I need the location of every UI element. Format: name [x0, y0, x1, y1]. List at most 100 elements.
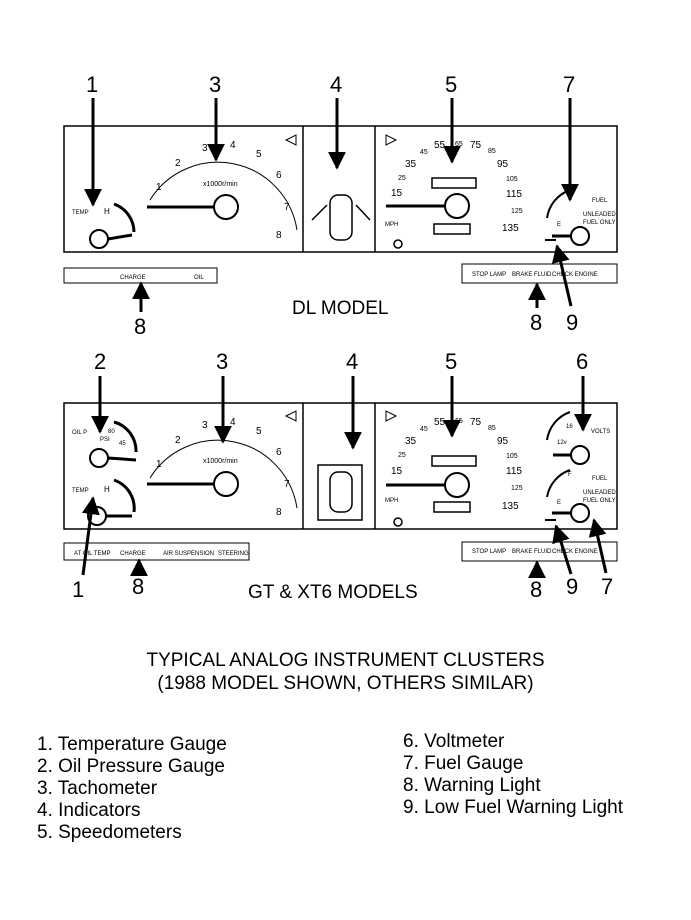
gt-cluster [63, 402, 618, 562]
speedo-num: 75 [470, 417, 482, 428]
tach-num: 4 [230, 417, 236, 428]
callout-7: 7 [563, 72, 575, 97]
dl-tach-labels: 1 2 3 4 5 6 7 8 x1000r/min TEMP H [72, 140, 290, 241]
speedo-num: 65 [455, 141, 463, 148]
warn-steering: STEERING [218, 551, 249, 557]
fuel-e: E [557, 222, 561, 228]
tach-num: 1 [156, 182, 162, 193]
legend-item: 8. Warning Light [403, 775, 541, 796]
tach-num: 7 [284, 479, 290, 490]
speedo-num: 115 [506, 189, 522, 200]
callout-9: 9 [566, 310, 578, 335]
speedo-num: 105 [506, 453, 518, 460]
speedo-num: 115 [506, 466, 522, 477]
fuel-f: F [568, 472, 572, 478]
callout-5: 5 [445, 349, 457, 374]
mph: MPH [385, 498, 398, 504]
gt-warning-labels: AT OIL TEMP CHARGE AIR SUSPENSION STEERI… [74, 549, 598, 557]
warn-brake: BRAKE FLUID [512, 272, 552, 278]
callout-5: 5 [445, 72, 457, 97]
legend-item: 4. Indicators [37, 800, 141, 821]
speedo-num: 85 [488, 148, 496, 155]
callout-3: 3 [216, 349, 228, 374]
gt-arrows [81, 376, 608, 579]
legend-item: 7. Fuel Gauge [403, 753, 524, 774]
tach-num: 2 [175, 158, 181, 169]
callout-4: 4 [346, 349, 358, 374]
speedo-num: 65 [455, 418, 463, 425]
gt-callouts: 2 3 4 5 6 1 8 8 9 7 [72, 349, 613, 602]
speedo-num: 55 [434, 140, 446, 151]
psi: PSI [100, 437, 110, 443]
speedo-num: 25 [398, 175, 406, 182]
warn-check: CHECK ENGINE [552, 272, 598, 278]
fuel-only: FUEL ONLY [583, 220, 616, 226]
speedo-num: 105 [506, 176, 518, 183]
warn-at-oil-temp: AT OIL TEMP [74, 551, 110, 557]
legend-item: 3. Tachometer [37, 778, 158, 799]
legend-item: 2. Oil Pressure Gauge [37, 756, 225, 777]
fuel-unleaded: UNLEADED [583, 212, 616, 218]
tach-num: 2 [175, 435, 181, 446]
warn-stop: STOP LAMP [472, 549, 506, 555]
warn-charge: CHARGE [120, 275, 146, 281]
tach-num: 3 [202, 143, 208, 154]
callout-3: 3 [209, 72, 221, 97]
tach-num: 8 [276, 230, 282, 241]
callout-8: 8 [530, 310, 542, 335]
fuel-label: FUEL [592, 476, 608, 482]
callout-6: 6 [576, 349, 588, 374]
dl-arrows [84, 98, 579, 312]
callout-4: 4 [330, 72, 342, 97]
warn-charge: CHARGE [120, 551, 146, 557]
temp-h: H [104, 207, 110, 216]
legend-item: 5. Speedometers [37, 822, 182, 843]
legend-item: 9. Low Fuel Warning Light [403, 797, 624, 818]
tach-num: 6 [276, 170, 282, 181]
callout-1: 1 [72, 577, 84, 602]
tach-num: 6 [276, 447, 282, 458]
speedo-num: 55 [434, 417, 446, 428]
dl-model-label: DL MODEL [292, 298, 389, 319]
warn-check: CHECK ENGINE [552, 549, 598, 555]
callout-2: 2 [94, 349, 106, 374]
callout-8: 8 [530, 577, 542, 602]
speedo-num: 85 [488, 425, 496, 432]
speedo-num: 125 [511, 208, 523, 215]
speedo-num: 135 [502, 223, 519, 234]
volts: VOLTS [591, 429, 610, 435]
dl-cluster [63, 125, 618, 284]
callout-7: 7 [601, 574, 613, 599]
speedo-num: 95 [497, 159, 509, 170]
temp-label: TEMP [72, 210, 89, 216]
speedo-num: 35 [405, 436, 417, 447]
speedo-num: 25 [398, 452, 406, 459]
speedo-num: 125 [511, 485, 523, 492]
tach-num: 5 [256, 426, 262, 437]
volts-16: 16 [566, 424, 573, 430]
speedo-num: 15 [391, 466, 403, 477]
legend-item: 6. Voltmeter [403, 731, 505, 752]
warn-oil: OIL [194, 275, 204, 281]
callout-8: 8 [134, 314, 146, 339]
dl-speedo-labels: 15 25 35 45 55 65 75 85 95 105 115 125 1… [385, 140, 616, 234]
tach-num: 5 [256, 149, 262, 160]
dl-warning-labels: CHARGE OIL STOP LAMP BRAKE FLUID CHECK E… [120, 272, 598, 281]
callout-1: 1 [86, 72, 98, 97]
gt-tach-labels: 1 2 3 4 5 6 7 8 x1000r/min OIL P PSI 80 … [72, 417, 290, 518]
speedo-num: 95 [497, 436, 509, 447]
fuel-e: E [557, 500, 561, 506]
oil-label: OIL P [72, 430, 87, 436]
fuel-only: FUEL ONLY [583, 498, 616, 504]
temp-h: H [104, 485, 110, 494]
oil-80: 80 [108, 429, 115, 435]
warn-brake: BRAKE FLUID [512, 549, 552, 555]
tach-num: 4 [230, 140, 236, 151]
speedo-num: 45 [420, 149, 428, 156]
gt-speedo-labels: 15 25 35 45 55 65 75 85 95 105 115 125 1… [385, 417, 616, 512]
speedo-num: 135 [502, 501, 519, 512]
tach-num: 7 [284, 202, 290, 213]
callout-9: 9 [566, 574, 578, 599]
legend-left: 1. Temperature Gauge 2. Oil Pressure Gau… [37, 734, 227, 844]
warn-stop: STOP LAMP [472, 272, 506, 278]
